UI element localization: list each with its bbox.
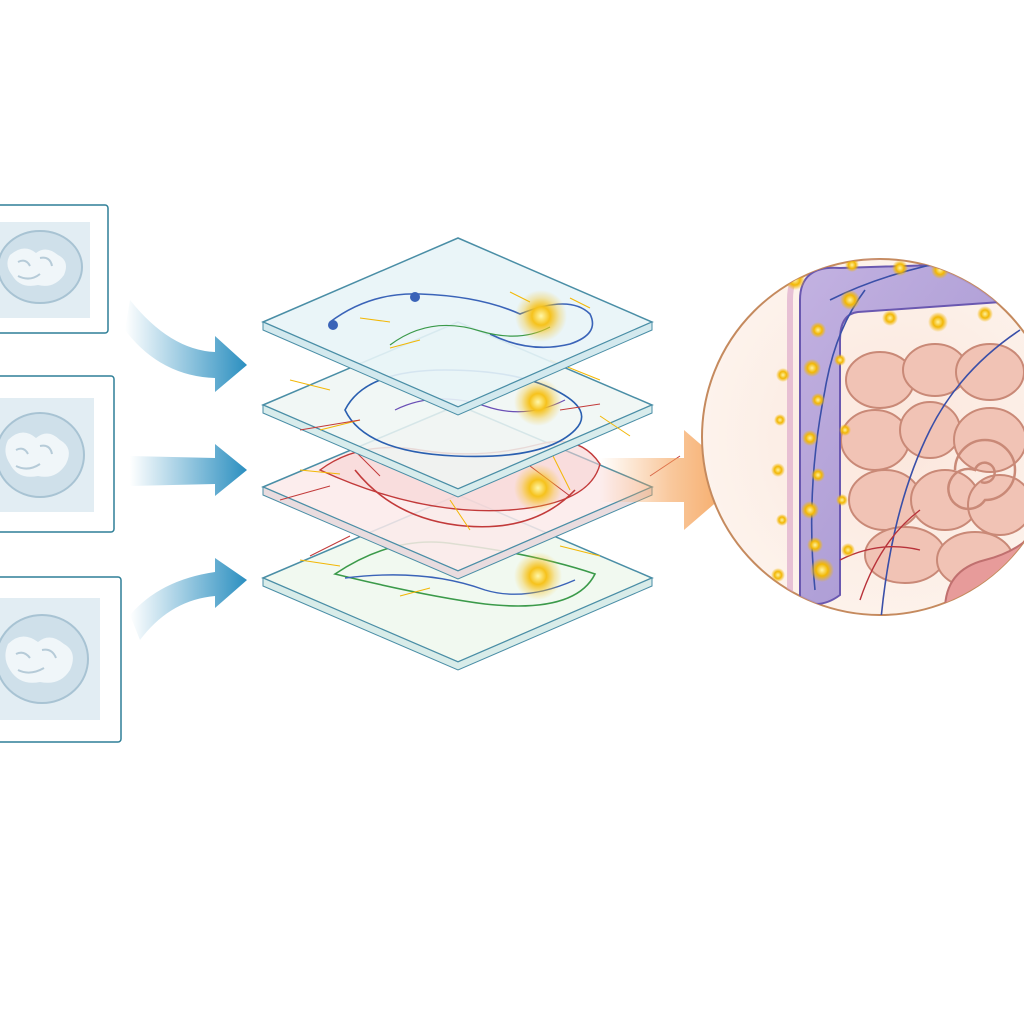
hotspot-dot bbox=[841, 543, 855, 557]
hotspot-dot bbox=[978, 259, 992, 273]
input-arrow-1 bbox=[125, 300, 247, 392]
input-arrow-3 bbox=[130, 558, 247, 640]
hotspot-dot bbox=[771, 568, 785, 582]
hotspot-dot bbox=[931, 261, 949, 279]
hotspot-dot bbox=[802, 430, 818, 446]
ct-slice-image bbox=[0, 230, 83, 304]
hotspot-dot bbox=[840, 290, 860, 310]
hotspot-dot bbox=[839, 424, 851, 436]
hotspot-dot bbox=[977, 306, 993, 322]
input-panel-2 bbox=[0, 375, 115, 533]
hotspot-marker bbox=[514, 552, 562, 600]
ct-slice-image bbox=[0, 412, 85, 498]
hotspot-marker bbox=[515, 290, 567, 342]
hotspot-dot bbox=[811, 393, 825, 407]
hotspot-dot bbox=[811, 468, 825, 482]
layer-1 bbox=[261, 237, 654, 416]
hotspot-dot bbox=[810, 322, 826, 338]
hotspot-dot bbox=[834, 354, 846, 366]
input-panel-3 bbox=[0, 576, 122, 743]
hotspot-dot bbox=[928, 312, 948, 332]
input-arrow-2 bbox=[130, 444, 247, 496]
hotspot-dot bbox=[774, 414, 786, 426]
ct-slice-image bbox=[0, 614, 89, 704]
hotspot-dot bbox=[771, 463, 785, 477]
output-anatomy-view bbox=[701, 258, 1024, 616]
hotspot-dot bbox=[810, 558, 834, 582]
intestine-spiral bbox=[947, 438, 1017, 511]
hotspot-dot bbox=[1007, 259, 1023, 270]
hotspot-dot bbox=[803, 359, 821, 377]
layer-stack bbox=[261, 237, 681, 671]
hotspot-dot bbox=[776, 514, 788, 526]
hotspot-marker bbox=[514, 378, 562, 426]
hotspot-dot bbox=[801, 501, 819, 519]
hotspot-dot bbox=[836, 494, 848, 506]
hotspot-dot bbox=[882, 310, 898, 326]
hotspot-dot bbox=[807, 537, 823, 553]
colon-hotspots bbox=[771, 259, 1024, 582]
hotspot-dot bbox=[892, 260, 908, 276]
hotspot-dot bbox=[812, 259, 828, 270]
input-panel-1 bbox=[0, 204, 109, 334]
hotspot-dot bbox=[776, 368, 790, 382]
hotspot-marker bbox=[514, 464, 562, 512]
hotspot-dot bbox=[1013, 293, 1024, 307]
